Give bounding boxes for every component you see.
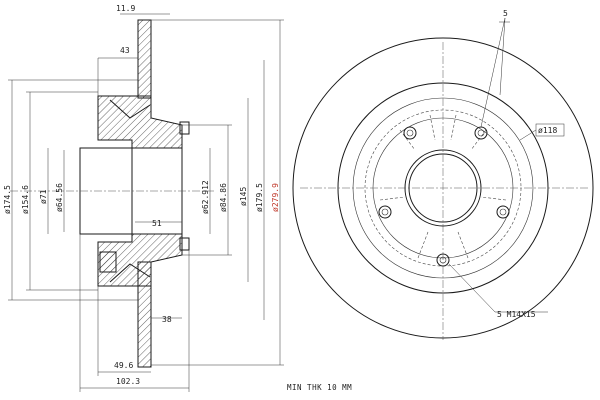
stud-head-bottom xyxy=(179,237,190,251)
disc-plate-top xyxy=(137,19,152,99)
bolt-hole-2 xyxy=(474,126,488,140)
bolt-hole-3 xyxy=(378,205,392,219)
bolt-circle-label: ø118 xyxy=(538,126,557,135)
vent-pattern xyxy=(379,114,507,259)
stud-head-top xyxy=(179,121,190,135)
hub-top-section xyxy=(97,95,183,149)
dim-43: 43 xyxy=(120,46,130,55)
dim-154-6: ø154.6 xyxy=(21,185,30,214)
dim-102-3: 102.3 xyxy=(116,377,140,386)
rib-bottom xyxy=(109,263,151,283)
front-view: 5 ø118 5 M14X15 xyxy=(292,9,594,340)
dim-49-6: 49.6 xyxy=(114,361,133,370)
dim-145: ø145 xyxy=(239,187,248,206)
stud-bore-bottom xyxy=(99,251,117,273)
dim-71: ø71 xyxy=(39,189,48,204)
thread-spec-label: 5 M14X15 xyxy=(497,310,536,319)
min-thickness-note: MIN THK 10 MM xyxy=(287,383,352,392)
dim-84-86: ø84.86 xyxy=(219,183,228,212)
dim-51: 51 xyxy=(152,219,162,228)
bolt-hole-1 xyxy=(403,126,417,140)
dim-38: 38 xyxy=(162,315,172,324)
callout-5: 5 xyxy=(503,9,508,18)
dim-179-5: ø179.5 xyxy=(255,183,264,212)
section-view: 11.9 43 51 38 49.6 102.3 ø174.5 ø154.6 ø… xyxy=(3,4,284,392)
rib-top xyxy=(109,99,151,119)
dim-279-9: ø279.9 xyxy=(271,183,280,212)
dim-174-5: ø174.5 xyxy=(3,185,12,214)
dim-11-9: 11.9 xyxy=(116,4,135,13)
dim-64-56: ø64.56 xyxy=(55,183,64,212)
bolt-hole-4 xyxy=(496,205,510,219)
dim-62-912: ø62.912 xyxy=(201,180,210,214)
